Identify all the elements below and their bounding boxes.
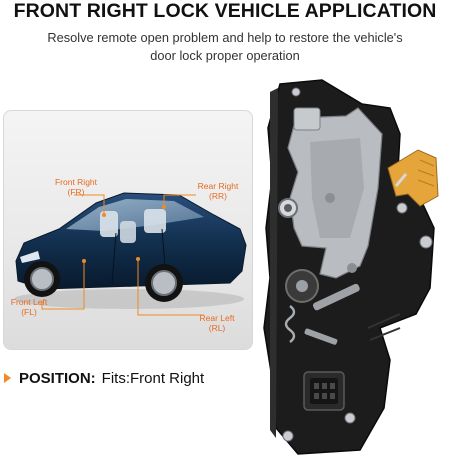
housing-rib-1 <box>367 313 401 329</box>
label-rear-right-name: Rear Right <box>197 181 239 191</box>
label-rear-right: Rear Right (RR) <box>190 181 246 201</box>
subheadline: Resolve remote open problem and help to … <box>10 29 440 65</box>
seat-driver <box>120 221 136 243</box>
housing-rib-2 <box>369 327 401 341</box>
label-front-right: Front Right (FR) <box>48 177 104 197</box>
screw-hole-2 <box>347 263 357 273</box>
door-line-front <box>111 232 117 284</box>
rear-wheel-rim <box>151 270 177 296</box>
bracket-tab <box>293 107 321 131</box>
callout-rear-right <box>163 194 196 207</box>
position-key: POSITION: <box>19 369 96 387</box>
vehicle-illustration <box>14 192 247 316</box>
headlight <box>20 251 40 263</box>
callout-front-left <box>41 261 85 310</box>
yellow-connector <box>387 149 439 207</box>
housing-edge <box>270 88 278 438</box>
rivet-3 <box>344 412 356 424</box>
headline: FRONT RIGHT LOCK VEHICLE APPLICATION <box>13 0 437 22</box>
subheadline-line-2: door lock proper operation <box>150 48 300 63</box>
orange-arrow-icon <box>4 373 11 383</box>
rivet-1 <box>396 202 408 214</box>
rivet-4 <box>282 430 294 442</box>
seat-rear <box>144 209 166 233</box>
label-front-left: Front Left (FL) <box>4 297 54 317</box>
front-wheel-rim <box>30 267 54 291</box>
rivet-5 <box>291 87 301 97</box>
label-rear-left: Rear Left (RL) <box>192 313 242 333</box>
label-front-right-abbr: (FR) <box>67 187 85 197</box>
callout-rear-left <box>137 259 204 316</box>
position-value: Fits:Front Right <box>101 369 205 387</box>
label-rear-left-abbr: (RL) <box>208 323 226 333</box>
spring-icon <box>284 305 296 343</box>
label-front-right-name: Front Right <box>54 177 98 187</box>
rivet-2 <box>419 235 433 249</box>
bracket-shade <box>310 138 364 238</box>
screw-hole-3 <box>325 193 335 203</box>
vehicle-illustration-panel: Front Right (FR) Rear Right (RR) Front L… <box>3 110 253 350</box>
label-rear-right-abbr: (RR) <box>209 191 227 201</box>
door-lock-actuator-image <box>263 79 439 455</box>
subheadline-line-1: Resolve remote open problem and help to … <box>47 30 403 45</box>
lever-2 <box>304 328 338 345</box>
label-front-left-abbr: (FL) <box>21 307 37 317</box>
electrical-port-icon <box>303 371 345 411</box>
callout-front-right <box>74 194 105 215</box>
lever <box>312 283 360 311</box>
gear-center <box>296 280 308 292</box>
position-row: POSITION: Fits:Front Right <box>4 368 204 388</box>
screw-hole-1-core <box>284 204 292 212</box>
label-front-left-name: Front Left <box>10 297 48 307</box>
car-shadow <box>14 289 244 309</box>
label-rear-left-name: Rear Left <box>199 313 235 323</box>
seat-front <box>100 211 118 237</box>
